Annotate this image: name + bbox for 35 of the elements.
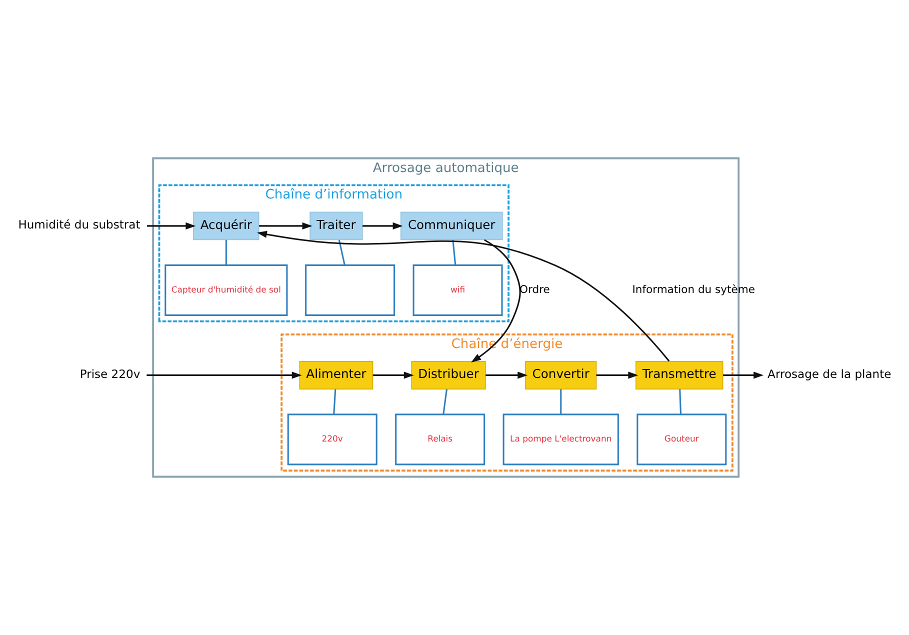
arrow — [723, 372, 764, 379]
node-text: Humidité du substrat — [18, 218, 140, 232]
node-box: Distribuer — [411, 360, 486, 390]
arrow — [372, 372, 414, 379]
node-box: Communiquer — [400, 212, 503, 240]
node-text: Prise 220v — [80, 366, 140, 381]
node-box — [305, 264, 396, 316]
node-box: Capteur d'humidité de sol — [164, 264, 288, 316]
arrow — [146, 372, 302, 379]
connector — [333, 389, 336, 414]
node-box: Traiter — [310, 212, 363, 240]
arrow — [256, 230, 670, 362]
node-box: Convertir — [525, 360, 597, 390]
node-box: La pompe L'electrovann — [502, 414, 619, 466]
arrow — [146, 222, 196, 230]
arrow — [486, 372, 528, 379]
arrow — [596, 372, 638, 379]
node-box: Relais — [395, 414, 486, 466]
node-box: wifi — [412, 264, 503, 316]
node-box: Gouteur — [636, 414, 727, 466]
connector — [560, 389, 562, 414]
connector — [225, 240, 227, 265]
connector — [679, 389, 682, 414]
node-box: 220v — [287, 414, 378, 466]
arrow — [259, 222, 312, 230]
arrow — [362, 222, 403, 230]
node-text: Arrosage de la plante — [768, 366, 892, 381]
edge-label: Information du sytème — [632, 283, 755, 296]
arrow — [471, 239, 521, 362]
node-box: Alimenter — [299, 360, 374, 390]
node-box: Transmettre — [636, 360, 724, 390]
node-box: Acquérir — [193, 212, 260, 240]
connector — [338, 240, 346, 266]
connector — [442, 389, 448, 414]
connector — [452, 240, 456, 266]
